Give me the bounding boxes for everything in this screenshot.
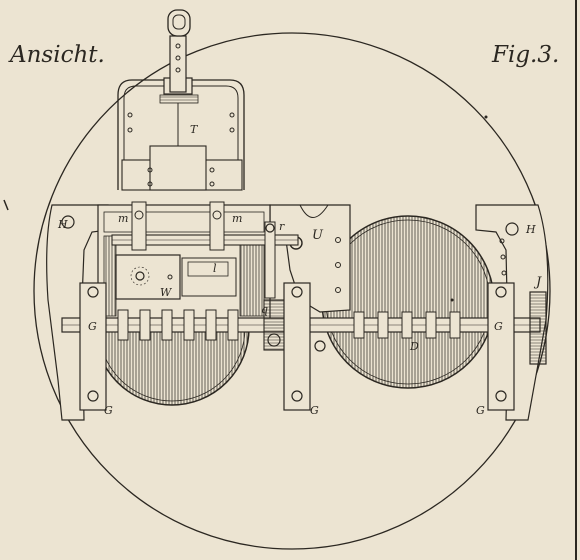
crank-lever [117, 9, 245, 191]
figure-number: Fig.3. [492, 42, 560, 68]
label-g-shaft-left: G [88, 320, 97, 333]
label-l: l [213, 262, 217, 275]
label-g-bottom-mid: G [310, 404, 319, 417]
standard-middle [283, 282, 326, 411]
label-r: r [279, 220, 285, 233]
dot-mark [450, 298, 454, 302]
bracket-left [46, 204, 109, 421]
label-m-right: m [232, 212, 242, 225]
gear-j [529, 291, 547, 365]
dot-mark [484, 115, 488, 119]
frame-circle [33, 32, 551, 550]
label-h-left: H [57, 218, 68, 231]
label-h-right: H [525, 223, 536, 236]
label-g-bottom-left: G [104, 404, 113, 417]
view-title: Ansicht. [10, 42, 105, 68]
label-d: D [409, 340, 419, 353]
standard-left [79, 282, 107, 411]
label-u: U [312, 228, 324, 243]
label-j: J [533, 275, 542, 290]
w-box [115, 254, 237, 300]
label-q: q [261, 303, 268, 316]
label-g-bottom-right: G [476, 404, 485, 417]
label-t: T [190, 123, 199, 136]
edge-mark [3, 199, 9, 211]
label-w: W [160, 286, 173, 299]
label-g-shaft-right: G [494, 320, 503, 333]
cross-rod [111, 201, 299, 299]
label-m-left: m [118, 212, 128, 225]
standard-right [487, 282, 515, 411]
